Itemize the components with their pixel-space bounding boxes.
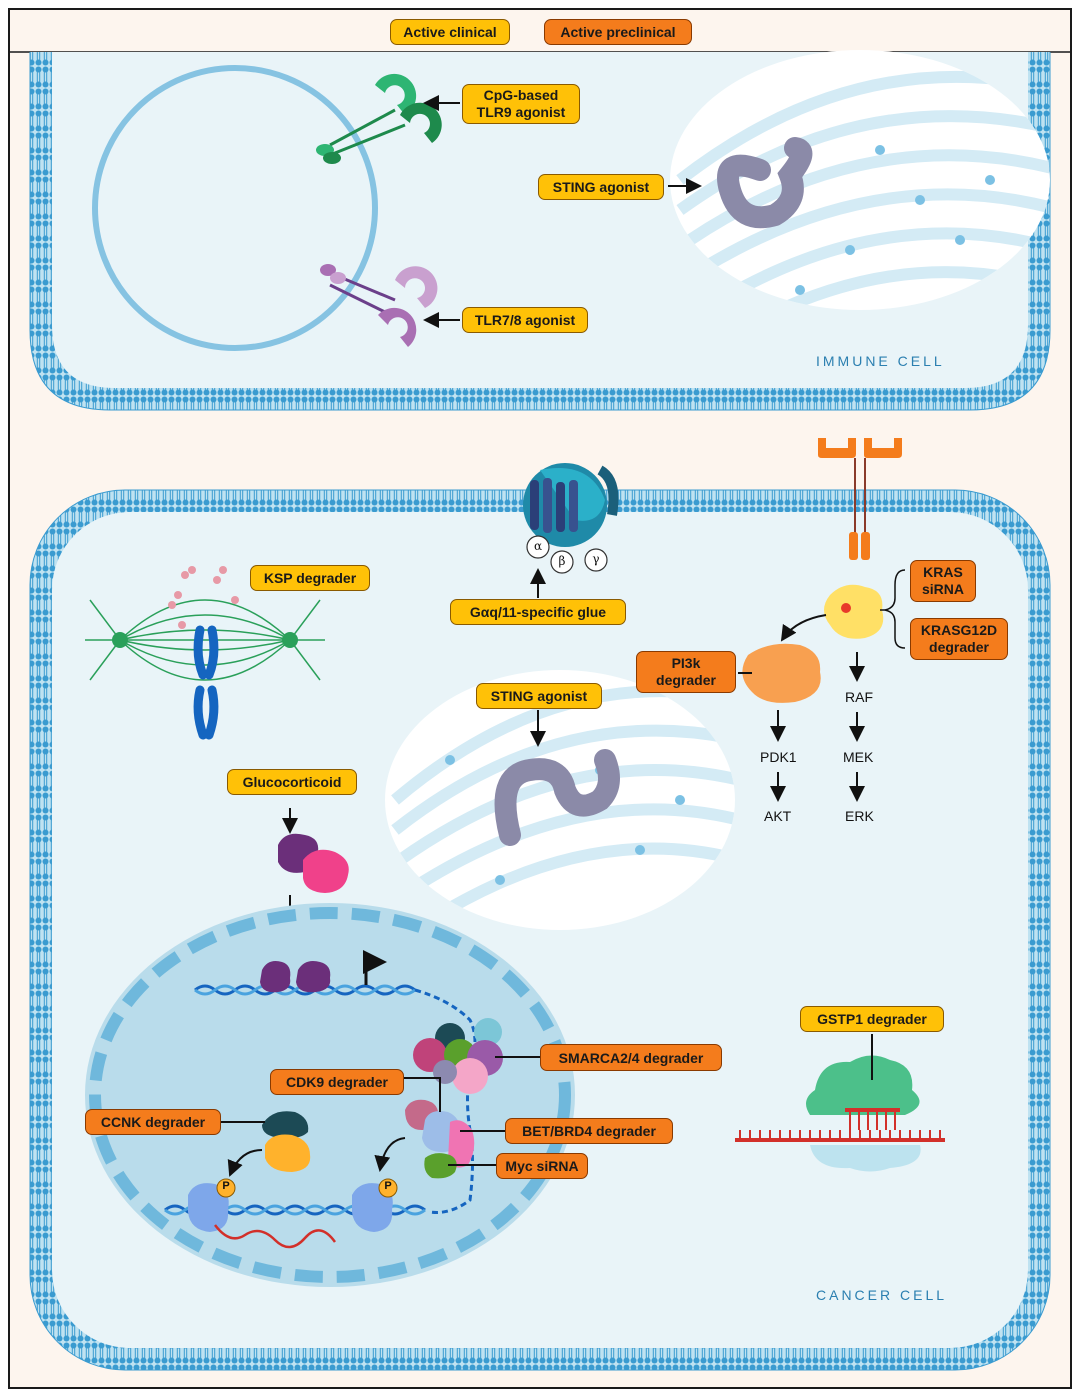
- transcription-start-arrow: [363, 950, 387, 985]
- gstp1-complex-icon: [735, 1055, 945, 1172]
- ccnk-icon: [265, 1134, 311, 1172]
- g-gamma-label: γ: [592, 552, 600, 566]
- myc-icon: [424, 1153, 457, 1179]
- nuclear-envelope: [89, 907, 571, 1283]
- arrow-ccnk-pol: [227, 1149, 263, 1177]
- line-cdk9: [402, 1077, 441, 1112]
- label-kras-sirna: KRAS siRNA: [910, 560, 976, 602]
- label-pi3k-degrader: PI3k degrader: [636, 651, 736, 693]
- label-glucocorticoid: Glucocorticoid: [227, 769, 357, 795]
- label-myc-sirna: Myc siRNA: [496, 1153, 588, 1179]
- chromosome-upper-icon: [193, 625, 219, 680]
- node-erk: ERK: [845, 808, 874, 824]
- cancer-cell-title: CANCER CELL: [816, 1287, 948, 1303]
- ksp-motor-icons: [168, 566, 239, 629]
- chromosome-lower-icon: [193, 685, 219, 740]
- rna-pol-ii-left-icon: [188, 1183, 229, 1232]
- node-mek: MEK: [843, 749, 874, 765]
- kras-mutation-site: [841, 603, 851, 613]
- phospho-left-label: P: [222, 1180, 230, 1192]
- centrosome-right: [282, 632, 298, 648]
- pi3k-protein-icon: [742, 643, 821, 703]
- label-gstp1-degrader: GSTP1 degrader: [800, 1006, 944, 1032]
- kras-protein-icon: [824, 584, 884, 639]
- label-smarca-degrader: SMARCA2/4 degrader: [540, 1044, 722, 1071]
- gaq-receptor-icon: [523, 463, 619, 547]
- node-raf: RAF: [845, 689, 873, 705]
- gr-bound-1-icon: [260, 961, 291, 993]
- rtk-receptor-icon: [818, 438, 902, 560]
- legend-preclinical: Active preclinical: [544, 19, 692, 45]
- label-tlr78-agonist: TLR7/8 agonist: [462, 307, 588, 333]
- g-beta-label: β: [558, 554, 566, 568]
- g-alpha-subunit: [526, 535, 550, 559]
- sting-protein-cancer-icon: [494, 749, 620, 846]
- centrosome-left: [112, 632, 128, 648]
- g-beta-subunit: [550, 550, 574, 574]
- phospho-right: [378, 1178, 398, 1198]
- label-tlr9-agonist: CpG-based TLR9 agonist: [462, 84, 580, 124]
- node-akt: AKT: [764, 808, 792, 824]
- label-bet-brd4-degrader: BET/BRD4 degrader: [505, 1118, 673, 1144]
- sting-protein-immune-icon: [717, 137, 813, 229]
- label-sting-agonist-cancer: STING agonist: [476, 683, 602, 709]
- phospho-right-label: P: [384, 1180, 392, 1192]
- label-ksp-degrader: KSP degrader: [250, 565, 370, 591]
- label-gaq-glue: Gαq/11-specific glue: [450, 599, 626, 625]
- phospho-left: [216, 1178, 236, 1198]
- mrna-strand: [214, 1224, 337, 1249]
- nucleus: [85, 903, 575, 1287]
- node-pdk1: PDK1: [760, 749, 797, 765]
- mitotic-spindle-icon: [85, 599, 325, 681]
- tlr78-receptor-icon: [320, 264, 438, 347]
- glucocorticoid-ligand-icon: [303, 849, 349, 893]
- immune-cell-title: IMMUNE CELL: [816, 353, 945, 369]
- arrow-kras-pi3k: [780, 614, 827, 642]
- g-gamma-subunit: [584, 548, 608, 572]
- brd4-icon: [448, 1120, 475, 1168]
- label-sting-agonist-immune: STING agonist: [538, 174, 664, 200]
- endosome: [92, 65, 378, 351]
- cdk12-icon: [262, 1111, 309, 1139]
- rna-teeth-icon: [739, 1110, 941, 1140]
- smarca-complex-icon: [413, 1018, 503, 1094]
- gr-bound-2-icon: [296, 961, 331, 993]
- label-krasg12d-degrader: KRASG12D degrader: [910, 618, 1008, 660]
- chromatin-strand: [414, 988, 477, 1214]
- label-cdk9-degrader: CDK9 degrader: [270, 1069, 404, 1095]
- label-ccnk-degrader: CCNK degrader: [85, 1109, 221, 1135]
- legend-clinical: Active clinical: [390, 19, 510, 45]
- arrow-cdk9-pol: [374, 1137, 406, 1172]
- g-alpha-label: α: [533, 539, 543, 553]
- tlr9-receptor-icon: [316, 73, 442, 164]
